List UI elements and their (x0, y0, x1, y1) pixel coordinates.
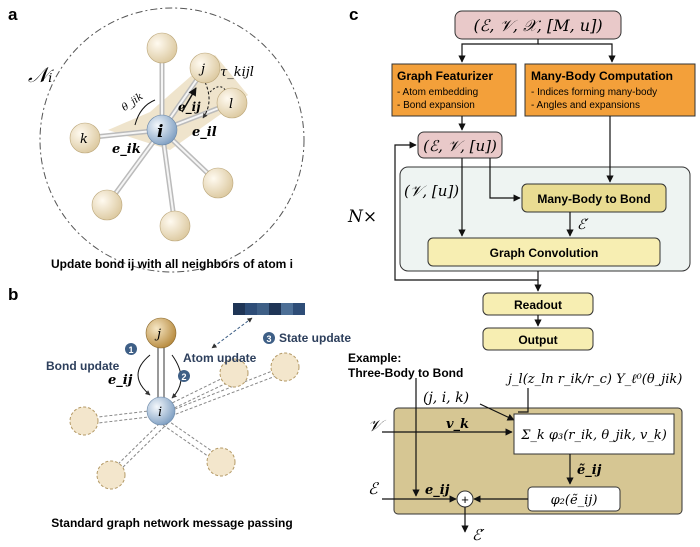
graph-convolution-label: Graph Convolution (490, 246, 599, 260)
theta-arc (134, 99, 156, 126)
many-body-computation-item-1: - Indices forming many-body (531, 87, 657, 98)
neighborhood-label: 𝒩ᵢ (28, 63, 54, 87)
tau-label: τ_kijl (220, 65, 254, 80)
bonds-b (89, 367, 282, 474)
state-vector (233, 303, 305, 315)
example-title: Example: (348, 351, 401, 365)
panel-c-letter: c (349, 5, 358, 24)
arrow-triplet-sum (479, 403, 515, 421)
state-update-label: State update (279, 331, 351, 345)
many-body-computation-item-2: - Angles and expansions (531, 100, 640, 111)
graph-featurizer-title: Graph Featurizer (397, 69, 493, 83)
graph-convolution-box (427, 237, 661, 267)
input-label: (ℰ, 𝒱, 𝒳, [M, u]) (473, 16, 602, 35)
atom-neighbor-5 (270, 352, 300, 382)
e-input-label: ℰ (368, 479, 380, 498)
step3-badge (263, 332, 275, 344)
atom-k (69, 122, 101, 154)
repeat-label: N× (347, 207, 377, 227)
atom-j-b (145, 317, 177, 349)
atom-neighbor-4 (219, 358, 249, 388)
atom-i (146, 114, 178, 146)
atom-top (146, 32, 178, 64)
output-box (482, 327, 594, 351)
panel-b-caption: Standard graph network message passing (51, 516, 292, 530)
many-body-to-bond-label: Many-Body to Bond (537, 192, 650, 206)
e-prime-label: ℰ′ (577, 217, 589, 233)
panel-a-caption: Update bond ij with all neighbors of ato… (51, 257, 293, 271)
graph-tuple-box (417, 131, 503, 159)
bond-update-loop (137, 354, 151, 396)
panel-b: b j i 1 2 3 Bond update Atom update Sta (8, 285, 351, 530)
bond-update-label: Bond update (46, 359, 120, 373)
arrow-graph-manybody (489, 158, 521, 202)
readout-label: Readout (514, 298, 562, 312)
atom-j-b-label: j (154, 327, 161, 342)
panel-b-letter: b (8, 285, 18, 304)
panel-c: c (ℰ, 𝒱, 𝒳, [M, u]) Graph Featurizer - A… (347, 5, 696, 544)
graph-featurizer-item-1: - Atom embedding (397, 87, 478, 98)
many-body-computation-box (524, 63, 696, 117)
basis-expression: j_l(z_ln r_ik/r_c) Y_ℓ⁰(θ_jik) (505, 372, 682, 387)
atom-neighbor-3 (206, 447, 236, 477)
atom-i-b (146, 396, 176, 426)
atom-right-bottom (202, 167, 234, 199)
eil-label: e_il (192, 125, 217, 140)
e-tilde-label: ẽ_ij (577, 463, 602, 478)
sum-expression: Σ_k φ₃(r_ik, θ_jik, v_k) (520, 428, 667, 443)
vk-label: v_k (446, 417, 469, 432)
step1-badge (125, 343, 137, 355)
sum-box (513, 413, 675, 455)
neighborhood-circle (39, 7, 305, 273)
v-u-label: (𝒱, [u]) (404, 182, 459, 200)
output-label: Output (518, 333, 557, 347)
atom-i-b-label: i (158, 405, 162, 420)
graph-featurizer-box (391, 63, 517, 117)
atom-j (189, 52, 221, 84)
example-subtitle: Three-Body to Bond (348, 366, 463, 380)
triplet-label: (j, i, k) (423, 390, 469, 406)
atom-i-label: i (157, 122, 163, 142)
step1-label: 1 (128, 345, 133, 355)
step2-badge (178, 370, 190, 382)
eij-b-label: e_ij (108, 373, 133, 388)
atom-k-label: k (80, 132, 88, 147)
arrow-basis-sum (518, 388, 529, 413)
eik-label: e_ik (112, 142, 141, 157)
atom-left-bottom (91, 189, 123, 221)
atom-neighbor-2 (96, 460, 126, 490)
graph-featurizer-item-2: - Bond expansion (397, 100, 475, 111)
many-body-to-bond-box (521, 183, 667, 213)
state-update-arrow (211, 317, 253, 349)
atom-bottom (159, 210, 191, 242)
loop-back-arrow (394, 141, 539, 281)
atom-j-label: j (198, 62, 205, 77)
atom-neighbor-1 (69, 406, 99, 436)
arrow-input-manybody (538, 43, 616, 63)
panel-a-letter: a (8, 5, 18, 24)
plus-label: + (461, 492, 469, 507)
e-out-label: ℰ′ (472, 526, 485, 544)
eij-c-label: e_ij (425, 483, 450, 498)
atom-l-label: l (229, 97, 233, 112)
atom-update-label: Atom update (183, 351, 257, 365)
panel-a: a 𝒩ᵢ (8, 5, 305, 273)
atom-l (216, 87, 248, 119)
step3-label: 3 (266, 334, 271, 344)
eij-arrow (181, 87, 197, 113)
eij-label: e_ij (178, 100, 201, 115)
phi2-label: φ₂(ẽ_ij) (551, 493, 598, 508)
step2-label: 2 (181, 372, 186, 382)
graph-tuple-label: (ℰ, 𝒱, [u]) (423, 137, 497, 155)
many-body-computation-title: Many-Body Computation (531, 69, 673, 83)
arrow-input-featurizer (458, 39, 539, 63)
